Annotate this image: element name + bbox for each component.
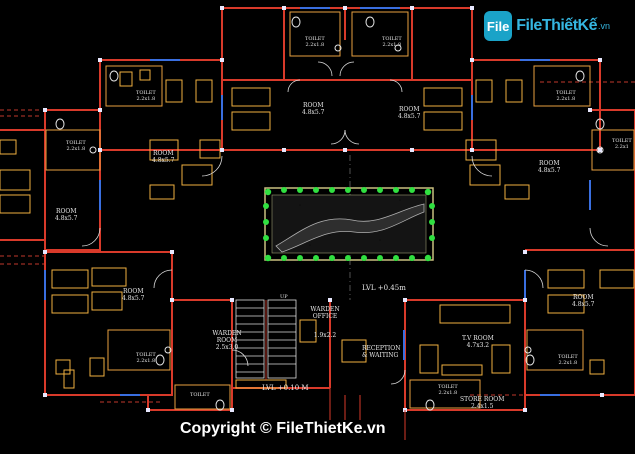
room-size: 1.9x2.2 (313, 332, 337, 339)
logo-mark: File (484, 11, 513, 41)
label-room-right-lower: ROOM 4.8x5.7 (572, 294, 594, 308)
room-size: 4.8x5.7 (572, 301, 595, 308)
room-name: ROOM (302, 102, 324, 109)
room-name: ROOM (55, 208, 77, 215)
room-size: 4.8x5.7 (152, 157, 175, 164)
central-garden (263, 187, 435, 262)
label-toilet-bottom-left: TOILET 2.2x1.8 (136, 352, 156, 364)
label-warden-room: WARDEN ROOM 2.5x3.0 (212, 330, 242, 351)
logo-text: FileThiếtKế (516, 17, 597, 34)
label-room-left-lower: ROOM 4.8x5.7 (122, 288, 144, 302)
room-name: STORE ROOM (460, 396, 505, 403)
room-size: 2.2x1.8 (136, 358, 156, 364)
label-toilet-left-b: TOILET 2.2x1.8 (66, 140, 86, 152)
room-size: 2.2x1.8 (438, 390, 458, 396)
room-name: TOILET (558, 354, 578, 360)
room-name: WARDEN OFFICE (310, 306, 340, 320)
room-size: 2.2x1.8 (305, 42, 325, 48)
room-size: 4.8x5.7 (398, 113, 421, 120)
label-room-right-upper: ROOM 4.8x5.7 (538, 160, 560, 174)
room-size: 2.4x1.5 (470, 403, 494, 410)
room-name: ROOM (152, 150, 174, 157)
room-name: T.V ROOM (462, 335, 494, 342)
label-toilet-top-left: TOILET 2.2x1.8 (305, 36, 325, 48)
room-size: 4.8x5.7 (302, 109, 325, 116)
room-name: ROOM (398, 106, 420, 113)
room-size: 4.7x3.2 (466, 342, 490, 349)
room-name: TOILET (305, 36, 325, 42)
room-name: ROOM (122, 288, 144, 295)
label-toilet-bottom-right: TOILET 2.2x1.8 (558, 354, 578, 366)
room-name: WARDEN ROOM (212, 330, 242, 344)
room-name: ROOM (572, 294, 594, 301)
room-name: TOILET (136, 90, 156, 96)
room-name: TOILET (556, 90, 576, 96)
label-tv-room: T.V ROOM 4.7x3.2 (462, 335, 494, 349)
label-toilet-right-b: TOILET 2.2x1 (612, 138, 632, 150)
room-name: RECEPTION & WAITING (362, 345, 401, 359)
level-lower: LVL +0.10 M (262, 384, 309, 392)
room-name: TOILET (190, 392, 210, 398)
room-name: TOILET (136, 352, 156, 358)
label-toilet-bottom-center-right: TOILET 2.2x1.8 (438, 384, 458, 396)
room-size: 4.8x5.7 (122, 295, 145, 302)
room-size: 2.2x1.8 (136, 96, 156, 102)
label-toilet-top-right: TOILET 2.2x1.8 (382, 36, 402, 48)
room-name: TOILET (382, 36, 402, 42)
logo-suffix: .vn (597, 21, 610, 31)
site-logo: File FileThiếtKế .vn (484, 10, 610, 42)
stair-up-label: UP (280, 294, 288, 300)
room-size: 4.8x5.7 (538, 167, 561, 174)
room-name: TOILET (612, 138, 632, 144)
room-size: 2.2x1.8 (382, 42, 402, 48)
room-size: 2.2x1.8 (556, 96, 576, 102)
level-upper: LVL +0.45m (362, 284, 406, 292)
label-room-top-center-left: ROOM 4.8x5.7 (302, 102, 324, 116)
room-size: 4.8x5.7 (55, 215, 78, 222)
label-toilet-right-a: TOILET 2.2x1.8 (556, 90, 576, 102)
label-room-far-left: ROOM 4.8x5.7 (55, 208, 77, 222)
label-toilet-left-a: TOILET 2.2x1.8 (136, 90, 156, 102)
label-reception: RECEPTION & WAITING (362, 345, 406, 359)
room-name: ROOM (538, 160, 560, 167)
room-name: TOILET (66, 140, 86, 146)
label-store-room: STORE ROOM 2.4x1.5 (460, 396, 504, 410)
copyright-watermark: Copyright © FileThietKe.vn (180, 420, 386, 437)
label-toilet-bottom-center-left: TOILET (190, 392, 210, 398)
room-name: TOILET (438, 384, 458, 390)
room-size: 2.2x1.8 (558, 360, 578, 366)
label-room-left-upper: ROOM 4.8x5.7 (152, 150, 174, 164)
room-size: 2.2x1 (614, 144, 629, 150)
room-size: 2.2x1.8 (66, 146, 86, 152)
label-warden-office: WARDEN OFFICE 1.9x2.2 (306, 306, 344, 339)
label-room-top-center-right: ROOM 4.8x5.7 (398, 106, 420, 120)
room-size: 2.5x3.0 (215, 344, 239, 351)
